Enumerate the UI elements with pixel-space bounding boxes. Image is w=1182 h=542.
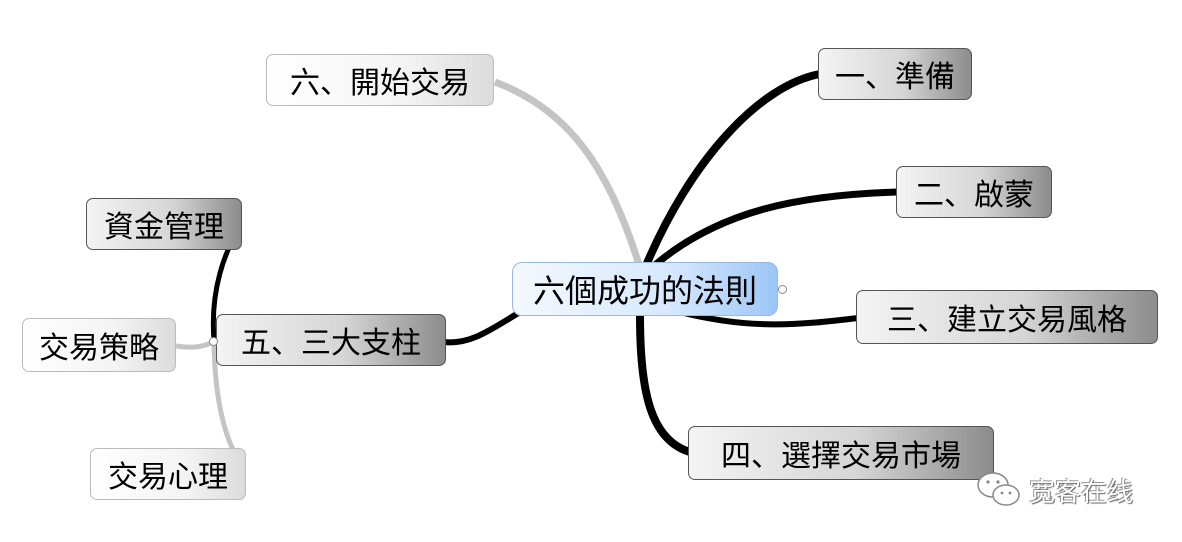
link-branch-1 bbox=[641, 70, 821, 270]
watermark: 宽客在线 bbox=[975, 470, 1133, 510]
link-branch-3 bbox=[679, 309, 859, 328]
branch-3[interactable]: 三、建立交易風格 bbox=[856, 290, 1158, 344]
link-branch-5 bbox=[443, 309, 522, 346]
branch-1[interactable]: 一、準備 bbox=[818, 48, 972, 100]
link-branch-6 bbox=[493, 78, 644, 270]
subtopic-trading-strategy[interactable]: 交易策略 bbox=[22, 318, 176, 372]
link-branch-4 bbox=[636, 315, 692, 456]
link-branch-2 bbox=[652, 188, 899, 268]
wechat-icon bbox=[977, 472, 1020, 506]
collapse-handle[interactable] bbox=[778, 285, 787, 294]
collapse-handle[interactable] bbox=[209, 337, 218, 346]
branch-6[interactable]: 六、開始交易 bbox=[266, 54, 494, 106]
branch-5[interactable]: 五、三大支柱 bbox=[216, 314, 446, 366]
subtopic-money-management[interactable]: 資金管理 bbox=[86, 198, 242, 250]
branch-2[interactable]: 二、啟蒙 bbox=[896, 166, 1052, 218]
branch-4[interactable]: 四、選擇交易市場 bbox=[688, 426, 994, 480]
subtopic-trading-psychology[interactable]: 交易心理 bbox=[90, 448, 246, 500]
central-topic[interactable]: 六個成功的法則 bbox=[512, 262, 778, 316]
watermark-text: 宽客在线 bbox=[1029, 477, 1134, 508]
